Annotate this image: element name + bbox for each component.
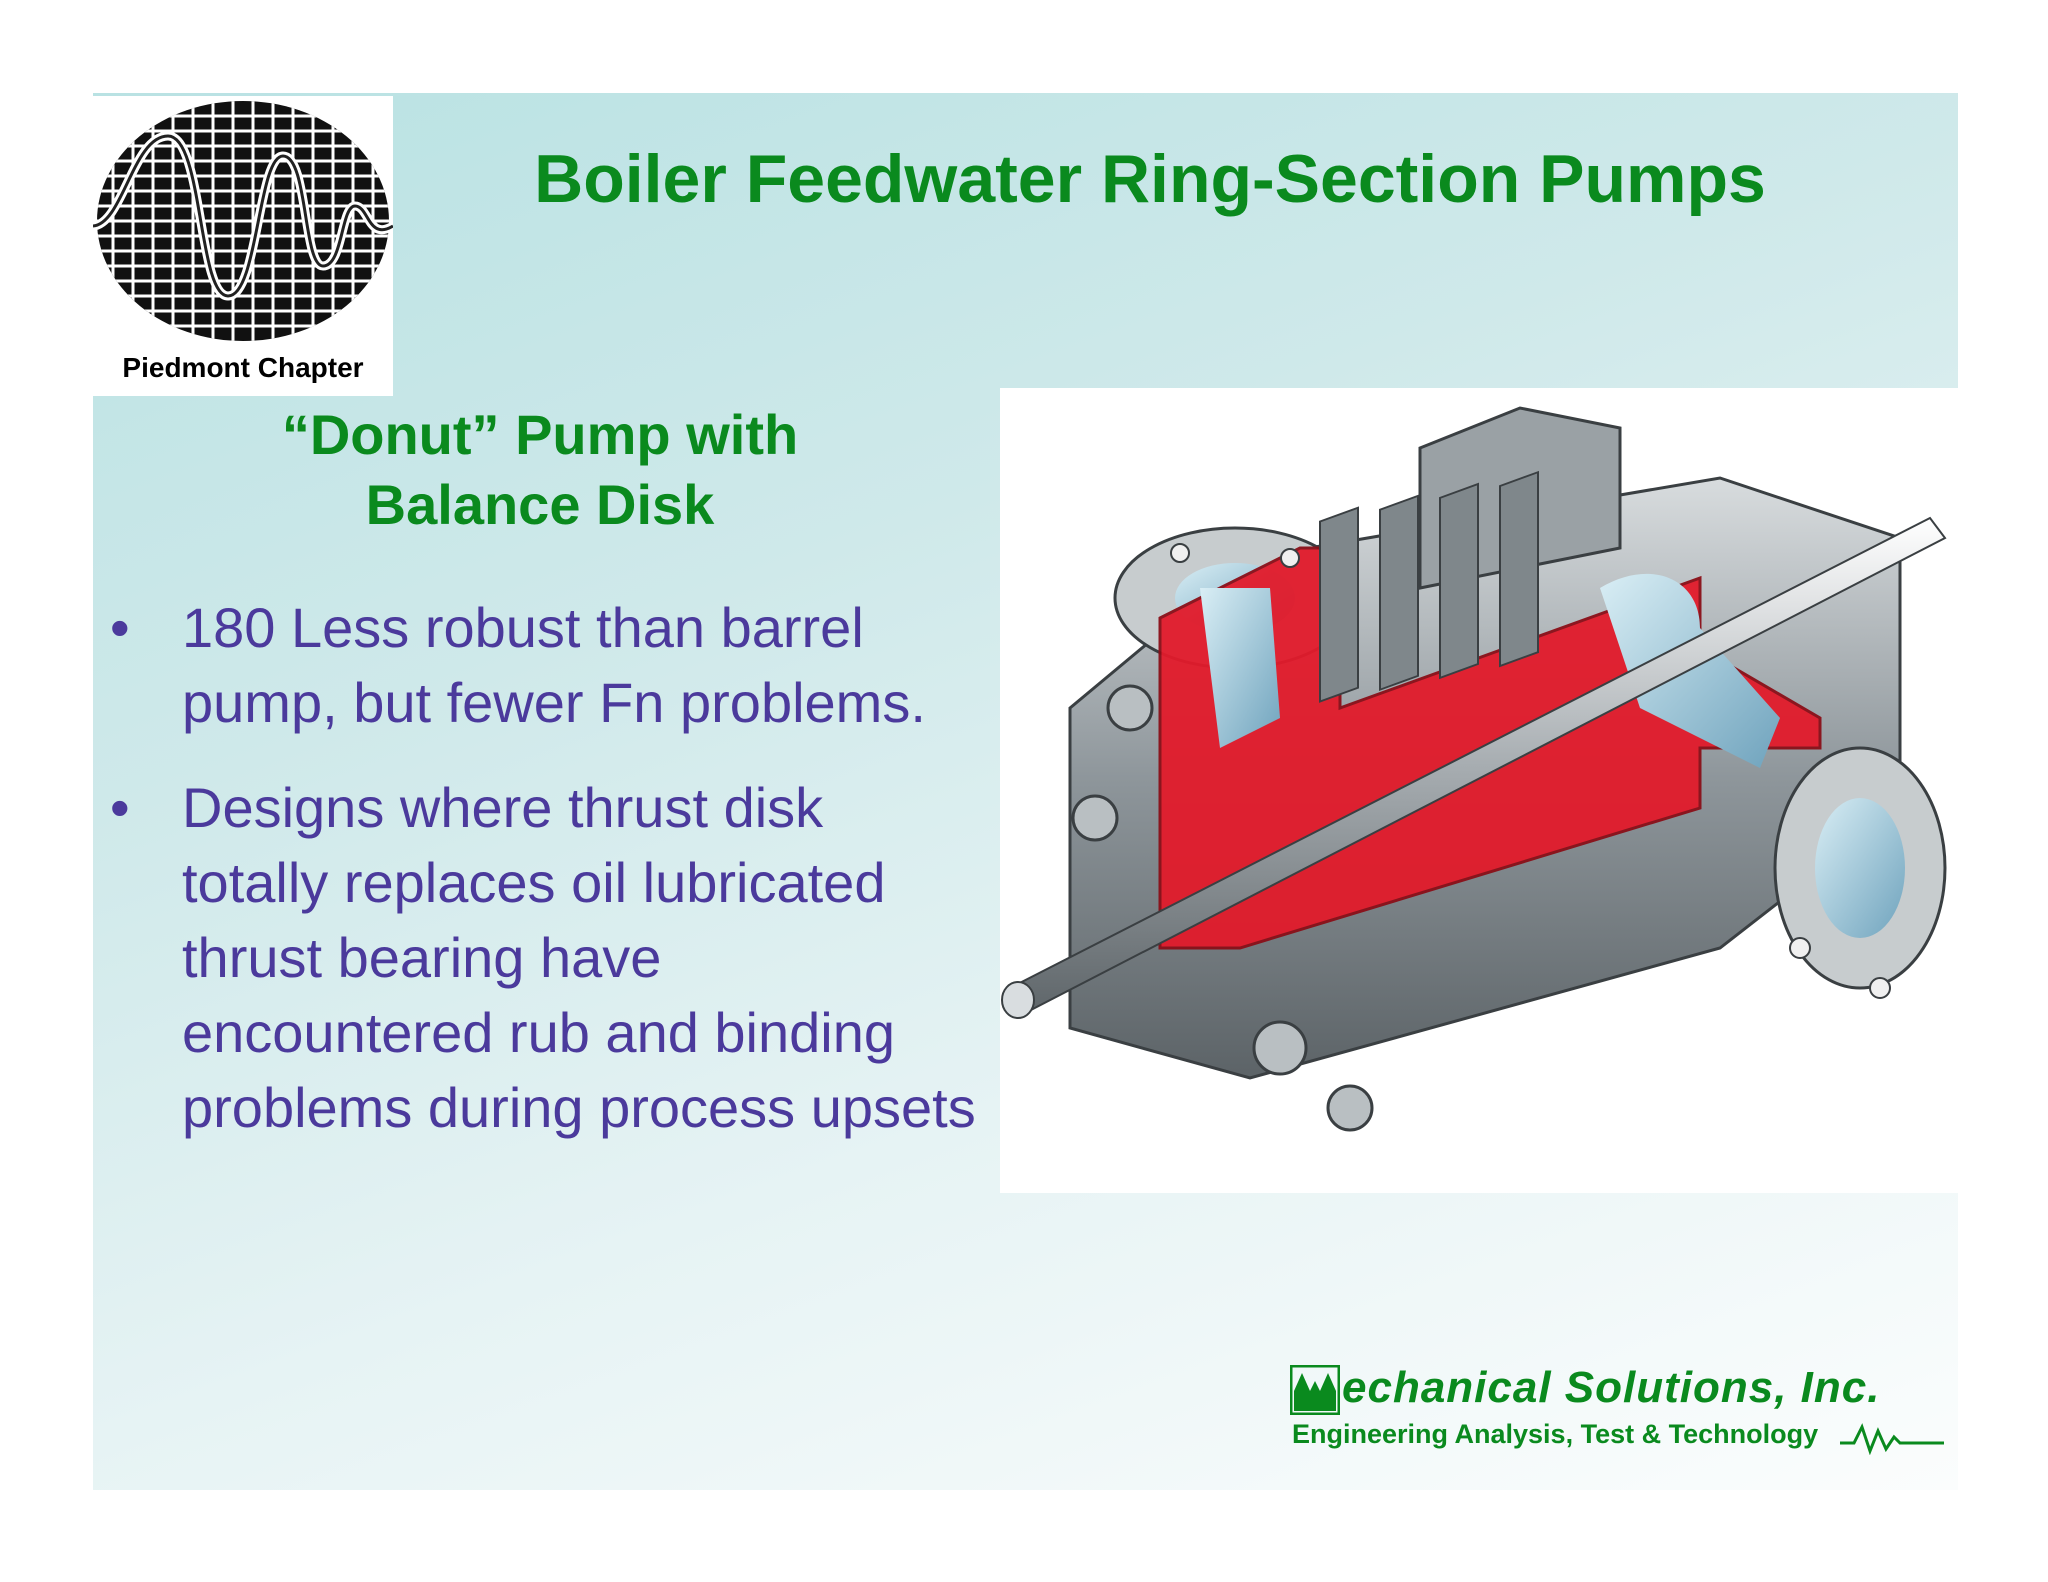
pump-cutaway-image [1000,388,1960,1193]
company-tagline: Engineering Analysis, Test & Technology [1292,1419,1819,1449]
logo-caption: Piedmont Chapter [122,352,364,383]
ring-section-pump-illustration [1001,406,1947,1132]
subtitle-line-2: Balance Disk [365,473,715,536]
mechanical-solutions-logo: echanical Solutions, Inc. Engineering An… [1290,1363,1950,1463]
subtitle-line-1: “Donut” Pump with [281,403,799,466]
bullet-marker: • [110,776,130,839]
bullet-list: • 180 Less robust than barrel pump, but … [110,590,980,1175]
company-name: echanical Solutions, Inc. [1342,1363,1881,1412]
bullet-item: • Designs where thrust disk totally repl… [110,770,980,1145]
bullet-item: • 180 Less robust than barrel pump, but … [110,590,980,740]
slide-title: Boiler Feedwater Ring-Section Pumps [534,141,1766,217]
bullet-marker: • [110,596,130,659]
bullet-text: Designs where thrust disk totally replac… [182,776,976,1139]
bullet-text: 180 Less robust than barrel pump, but fe… [182,596,926,734]
piedmont-chapter-logo: Piedmont Chapter [93,96,393,396]
waveform-logo-icon [93,101,393,341]
slide-subtitle: “Donut” Pump with Balance Disk [100,400,980,540]
waveform-icon [1840,1423,1944,1455]
company-mark-icon [1290,1365,1340,1415]
